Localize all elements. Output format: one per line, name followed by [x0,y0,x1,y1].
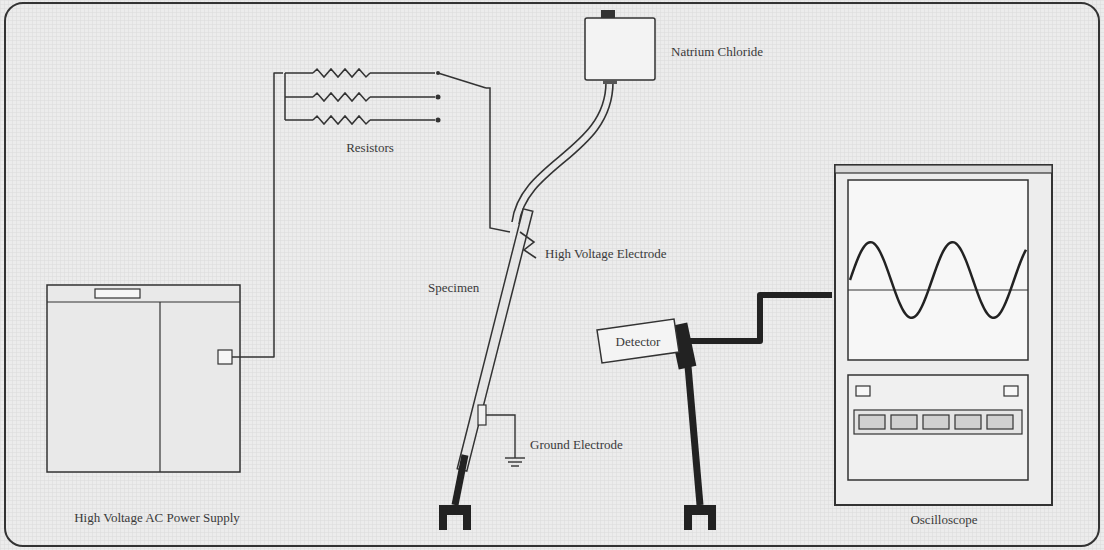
front-slot [95,289,140,298]
specimen-bar [457,209,533,471]
panel-indicator [856,386,870,396]
node-label: Resistors [346,140,394,155]
panel-indicator [1004,386,1018,396]
detector-body [597,319,679,363]
resistor-lead [370,72,435,74]
ground-label: Ground Electrode [530,437,623,452]
cabinet-seam [47,301,240,302]
saline-bottle: Natrium Chloride [583,10,783,86]
switch-blade [438,73,486,88]
resistor-lead [285,96,313,98]
frame-border [5,3,1099,546]
stand-foot [684,505,716,530]
output-socket [218,350,232,364]
bottle-cap [601,10,615,18]
panel-button [955,415,981,429]
node-label: Oscilloscope [910,512,977,527]
stand-foot [439,505,471,530]
supply-cabinet [47,285,240,472]
connector-group [270,73,832,357]
panel-button [923,415,949,429]
switch-contact [436,95,441,100]
power-supply: High Voltage AC Power Supply [44,282,270,532]
ground-symbol [508,461,522,462]
electrode-symbol [520,232,536,258]
node-label: Detector [616,334,661,349]
electrode-label: High Voltage Electrode [545,246,667,261]
signal-cable [680,295,832,341]
control-panel [848,375,1028,480]
resistor-lead [370,119,435,121]
detector-stand [688,366,700,505]
node-label: Natrium Chloride [671,44,763,59]
oscilloscope-outline [832,160,1056,538]
saline-tube [519,82,613,224]
resistor-lead [285,72,313,74]
switch-contact [436,118,441,123]
resistor-symbol [313,116,370,124]
switch-pivot [436,71,440,75]
resistor-symbol [313,69,370,77]
resistor-symbol [313,93,370,101]
scope-housing [835,165,1052,505]
specimen-stand [455,455,465,505]
signal-trace [850,242,1026,318]
button-strip [854,410,1022,434]
bottle-outlet [603,80,617,84]
panel-button [891,415,917,429]
electrode-wire [486,88,510,232]
resistor-lead [370,96,435,98]
power-supply-outline [44,282,270,532]
panel-button [859,415,885,429]
supply-wire [270,73,283,357]
output-lead [232,356,270,358]
node-label: High Voltage AC Power Supply [74,510,240,525]
scope-top-rim [835,165,1052,173]
specimen-label: Specimen [428,280,479,295]
resistor-bank: Resistors [283,60,443,160]
ground-electrode [478,405,486,425]
oscilloscope: Oscilloscope [832,160,1056,538]
ground-symbol [505,457,525,458]
detector: Detector [596,318,680,364]
scope-screen [848,180,1028,360]
ground-symbol [511,465,519,466]
panel-button [987,415,1013,429]
resistor-lead [285,119,313,121]
screen-axis [848,290,1028,291]
bottle-body [585,18,655,80]
ground-lead [486,415,515,458]
cabinet-seam [159,302,160,472]
